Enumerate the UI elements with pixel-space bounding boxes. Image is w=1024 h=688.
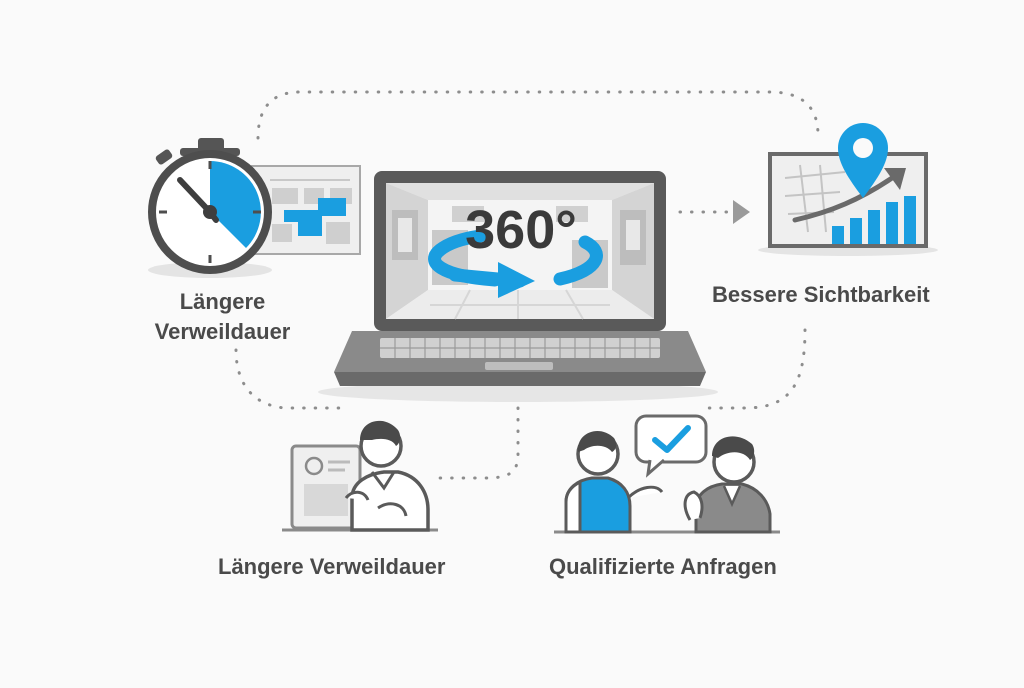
badge-360-text: 360° xyxy=(465,200,577,260)
stopwatch-icon xyxy=(148,138,272,278)
person-with-tablet-icon xyxy=(282,420,438,532)
connector-left-down xyxy=(234,348,342,410)
conversation-icon xyxy=(554,414,780,534)
node-label-top-left: Längere Verweildauer xyxy=(154,289,291,344)
connector-top-arc xyxy=(256,90,820,140)
laptop-icon: 360° xyxy=(318,171,718,402)
node-label-bottom-left: Längere Verweildauer xyxy=(218,554,446,579)
node-label-right: Bessere Sichtbarkeit xyxy=(712,282,930,307)
dotted-connectors xyxy=(234,90,820,480)
node-label-bottom-right: Qualifizierte Anfragen xyxy=(549,554,777,579)
connector-right-down xyxy=(698,328,807,410)
connector-center-down xyxy=(438,406,520,480)
location-pin-icon xyxy=(838,123,888,198)
rotation-arrow-icon xyxy=(428,229,603,298)
keyboard-keys xyxy=(380,338,660,358)
checkmark-speech-bubble-icon xyxy=(634,414,708,478)
arrow-to-right-icon xyxy=(733,200,750,224)
